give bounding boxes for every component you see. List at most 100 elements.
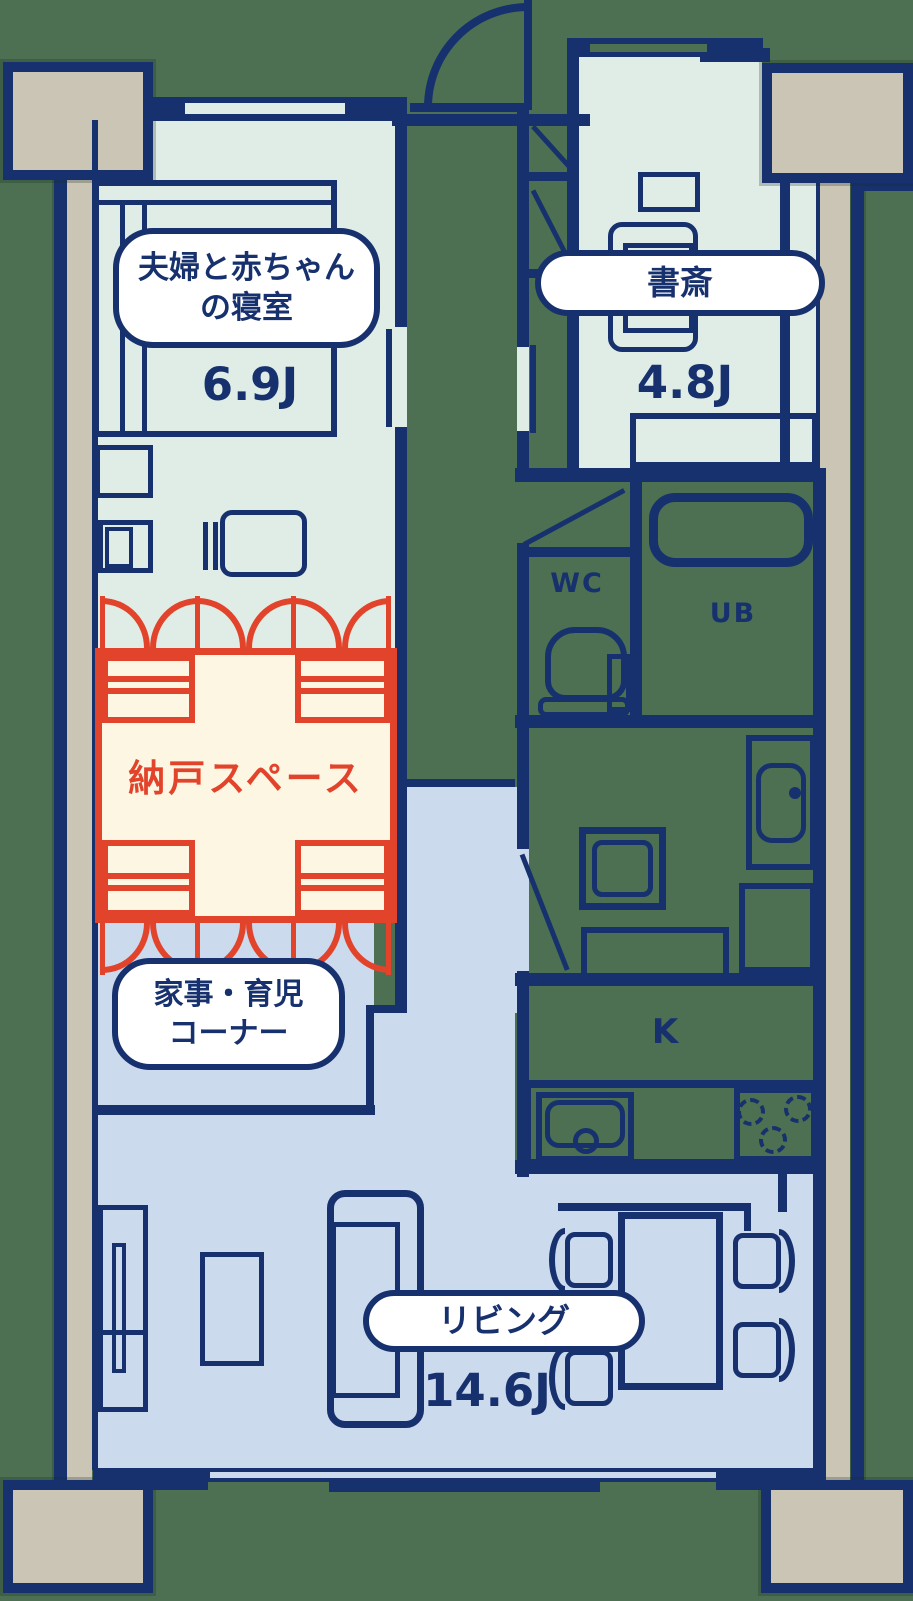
family-corner-line1: 家事・育児 xyxy=(153,977,304,1012)
living-window-gap xyxy=(210,1472,716,1478)
vanity-cabinet xyxy=(746,735,816,870)
wc-door-diagonal xyxy=(522,488,626,547)
dining-chair xyxy=(565,1350,613,1406)
pillar-top-right xyxy=(762,63,913,183)
crib-rail xyxy=(213,522,218,570)
tv-board-inner xyxy=(112,1243,126,1373)
bedroom-size: 6.9J xyxy=(201,358,299,411)
stove-cell xyxy=(734,1087,817,1162)
study-cabinet xyxy=(630,413,818,468)
nightstand xyxy=(95,445,153,498)
washroom-door-opening xyxy=(517,849,529,971)
bed-headboard-line xyxy=(93,200,337,205)
study-label: 書斎 xyxy=(647,262,713,302)
study-floor xyxy=(575,52,762,183)
bar-counter-line xyxy=(558,1203,750,1211)
entrance-door-leaf xyxy=(524,0,532,110)
toilet-tank xyxy=(607,654,631,712)
wc-label: WC xyxy=(550,568,604,599)
tv-board xyxy=(98,1205,148,1412)
dining-chair xyxy=(733,1233,781,1289)
bar-counter-stub xyxy=(744,1203,751,1231)
stove-burner xyxy=(759,1126,787,1154)
corridor-end-door-line xyxy=(403,779,515,787)
living-window-bar xyxy=(329,1478,600,1492)
bedroom-floor xyxy=(152,121,400,180)
shelf-line xyxy=(295,676,390,682)
bedroom-sliding-door xyxy=(386,329,392,427)
family-corner-line2: コーナー xyxy=(168,1016,289,1051)
crib-cabinet xyxy=(98,520,153,573)
washing-machine-drum xyxy=(592,840,653,897)
wall-corridor-right xyxy=(517,103,529,1177)
balcony-rail-right-connector xyxy=(851,183,913,191)
pillar-bottom-right xyxy=(761,1480,913,1593)
tv-board-line xyxy=(98,1330,148,1335)
study-side-ledge-edge xyxy=(816,183,822,470)
wall-nook-bottom xyxy=(93,1105,375,1115)
bath-label: UB xyxy=(709,598,757,629)
pillar-bottom-left xyxy=(3,1480,153,1593)
entrance-door-arc xyxy=(424,3,528,107)
living-label-pill: リビング xyxy=(363,1290,645,1352)
wc-door-cell-bottom xyxy=(517,547,635,557)
living-label: リビング xyxy=(438,1300,570,1340)
study-size: 4.8J xyxy=(636,356,734,409)
wall-nook-jog xyxy=(366,1005,407,1013)
baby-crib xyxy=(220,510,307,577)
study-shelf xyxy=(638,172,700,212)
washing-machine xyxy=(579,827,666,910)
stove-burner xyxy=(737,1098,765,1126)
shelf-line xyxy=(295,688,390,694)
shelf-line xyxy=(102,885,195,891)
study-label-pill: 書斎 xyxy=(535,250,825,316)
wall-bath-top xyxy=(515,468,826,482)
kitchen-faucet xyxy=(573,1128,599,1154)
balcony-strip-left xyxy=(67,178,92,1480)
shelf-line xyxy=(102,873,195,879)
vanity-sink xyxy=(756,763,806,843)
kitchen-corner-stub xyxy=(778,1168,787,1212)
dining-chair xyxy=(565,1232,613,1288)
balcony-rail-left xyxy=(54,178,67,1481)
kitchen-label: K xyxy=(651,1012,679,1052)
bedroom-door-opening xyxy=(395,327,407,427)
crib-cabinet-inner xyxy=(105,527,133,568)
side-table xyxy=(200,1252,264,1366)
kitchen-sink-cell xyxy=(536,1092,634,1162)
linen-cabinet xyxy=(739,883,816,973)
bedroom-label-line1: 夫婦と赤ちゃん xyxy=(138,249,355,286)
stove-burner xyxy=(784,1095,812,1123)
wall-entry xyxy=(392,114,590,126)
entrance-step-line xyxy=(410,103,527,112)
wc-door-opening xyxy=(517,480,529,543)
balcony-rail-right xyxy=(851,183,864,1481)
bedroom-label-line2: の寝室 xyxy=(200,290,293,326)
bedroom-window xyxy=(185,103,345,114)
shelf-line xyxy=(102,676,195,682)
crib-rail xyxy=(203,522,208,570)
shoe-closet-divider xyxy=(529,172,579,181)
wall-study-right xyxy=(780,183,790,470)
wall-wet-mid xyxy=(515,715,826,728)
bedroom-label-pill: 夫婦と赤ちゃん の寝室 xyxy=(113,228,380,348)
wall-nook-right xyxy=(366,1005,374,1115)
washroom-counter xyxy=(581,927,729,980)
shelf-line xyxy=(295,873,390,879)
shelf-line xyxy=(295,885,390,891)
family-corner-label-pill: 家事・育児 コーナー xyxy=(112,958,345,1070)
study-door-opening xyxy=(517,347,529,431)
dining-chair xyxy=(733,1322,781,1378)
hall-floor xyxy=(407,787,517,1013)
storage-label: 納戸スペース xyxy=(128,757,364,800)
balcony-connector-bottom-right xyxy=(716,1480,766,1490)
study-window xyxy=(590,44,707,52)
pillar-top-left xyxy=(3,62,153,180)
bathtub xyxy=(649,493,813,567)
shelf-line xyxy=(102,688,195,694)
vanity-faucet-dot xyxy=(789,787,801,799)
study-sliding-door xyxy=(530,345,536,433)
living-size: 14.6J xyxy=(423,1364,551,1417)
wall-wc-ub-divider xyxy=(630,482,642,718)
